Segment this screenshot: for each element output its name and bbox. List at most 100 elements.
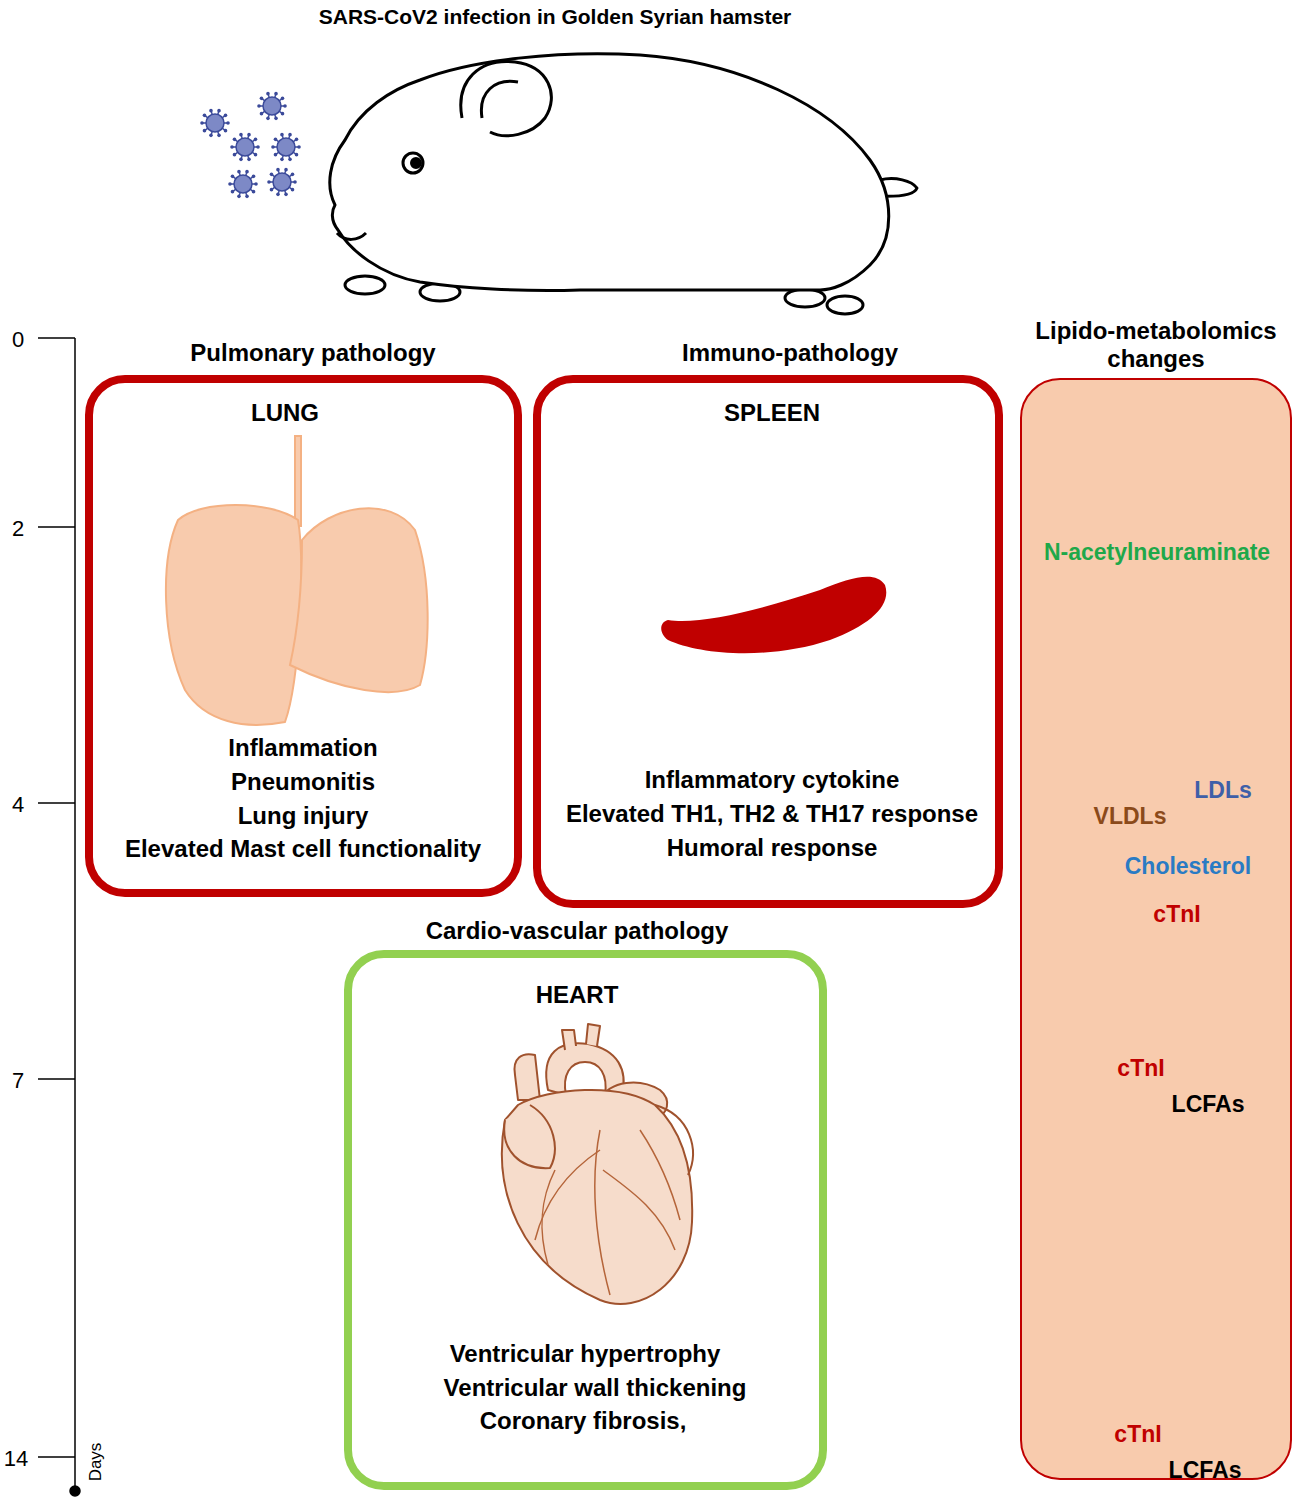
virus-spike-tip: [267, 180, 271, 184]
hamster-ear: [461, 62, 552, 136]
diagram-title: SARS-CoV2 infection in Golden Syrian ham…: [319, 5, 792, 29]
virus-spike-tip: [209, 109, 213, 113]
virus-particle: [230, 133, 260, 161]
axis-tick: [38, 1078, 75, 1080]
virus-spike-tip: [200, 121, 204, 125]
virus-spike-tip: [280, 133, 284, 137]
virus-particle: [200, 109, 230, 137]
virus-spike-tip: [252, 190, 256, 194]
virus-spike-tip: [284, 168, 288, 172]
virus-spike-tip: [274, 138, 278, 142]
virus-particle: [271, 133, 301, 161]
virus-spike-tip: [254, 153, 258, 157]
virus-particle: [267, 168, 297, 196]
virus-spike-tip: [284, 193, 288, 197]
axis-label: 7: [12, 1068, 24, 1094]
virus-spike-tip: [266, 117, 270, 121]
finding-text: Pneumonitis: [231, 768, 375, 796]
spleen-illustration: [661, 577, 886, 653]
finding-text: Lung injury: [238, 802, 369, 830]
virus-spike-tip: [245, 195, 249, 199]
virus-spike-tip: [252, 175, 256, 179]
section-heading: Cardio-vascular pathology: [426, 917, 729, 945]
virus-spike-tip: [254, 138, 258, 142]
virus-spike-tip: [288, 158, 292, 162]
finding-text: Coronary fibrosis,: [480, 1407, 687, 1435]
section-heading: Immuno-pathology: [682, 339, 898, 367]
virus-spike-tip: [233, 153, 237, 157]
virus-spike-tip: [209, 134, 213, 138]
virus-spike-tip: [226, 121, 230, 125]
virus-spike-tip: [281, 97, 285, 101]
virus-spike-tip: [283, 104, 287, 108]
axis-label: 14: [4, 1446, 28, 1472]
section-heading: Lipido-metabolomics changes: [1016, 317, 1296, 372]
virus-core: [234, 175, 252, 193]
virus-group: [200, 92, 301, 198]
virus-spike-tip: [293, 180, 297, 184]
virus-spike-tip: [297, 145, 301, 149]
virus-spike-tip: [260, 112, 264, 116]
spleen-box: Immuno-pathologySPLEENInflammatory cytok…: [533, 375, 1003, 908]
heart-illustration: [502, 1024, 693, 1304]
heart-box: Cardio-vascular pathologyHEARTVentricula…: [344, 950, 827, 1490]
hamster-foot: [827, 296, 863, 314]
virus-spike-tip: [276, 193, 280, 197]
metabolite-label: N-acetylneuraminate: [1044, 539, 1270, 565]
virus-spike-tip: [281, 112, 285, 116]
lung-lobe: [290, 508, 428, 692]
virus-spike-tip: [203, 114, 207, 118]
hamster-body: [330, 54, 889, 291]
metabolite-label: VLDLs: [1094, 803, 1167, 829]
axis-end-dot: [70, 1486, 80, 1496]
virus-spike-tip: [203, 129, 207, 133]
axis-label: 2: [12, 516, 24, 542]
virus-spike-tip: [217, 109, 221, 113]
metabolite-label: cTnI: [1117, 1055, 1164, 1081]
virus-spike-tip: [230, 145, 234, 149]
organ-name: HEART: [536, 981, 619, 1009]
finding-text: Elevated Mast cell functionality: [125, 835, 481, 863]
time-axis: [38, 338, 80, 1496]
metabolite-label: LCFAs: [1172, 1091, 1245, 1117]
virus-spike-tip: [274, 92, 278, 96]
virus-spike-tip: [224, 129, 228, 133]
finding-text: Ventricular wall thickening: [444, 1374, 747, 1402]
virus-spike-tip: [291, 173, 295, 177]
metabolite-label: LCFAs: [1169, 1457, 1242, 1483]
hamster-inner-ear: [481, 81, 518, 118]
finding-text: Ventricular hypertrophy: [450, 1340, 721, 1368]
lipid-panel: Lipido-metabolomics changesN-acetylneura…: [1020, 378, 1292, 1480]
virus-spike-tip: [280, 158, 284, 162]
finding-text: Inflammatory cytokine: [645, 766, 900, 794]
aortic-branches: [562, 1024, 600, 1050]
lung-illustration: [166, 436, 428, 725]
organ-name: SPLEEN: [724, 399, 820, 427]
virus-spike-tip: [239, 133, 243, 137]
virus-particle: [257, 92, 287, 120]
virus-core: [273, 173, 291, 191]
virus-spike-tip: [266, 92, 270, 96]
virus-spike-tip: [256, 145, 260, 149]
virus-spike-tip: [276, 168, 280, 172]
virus-core: [263, 97, 281, 115]
axis-tick: [38, 1456, 75, 1458]
virus-core: [236, 138, 254, 156]
metabolite-label: cTnI: [1153, 901, 1200, 927]
axis-label: 4: [12, 792, 24, 818]
virus-core: [277, 138, 295, 156]
organ-name: LUNG: [251, 399, 319, 427]
axis-tick: [38, 337, 75, 339]
virus-spike-tip: [295, 153, 299, 157]
virus-spike-tip: [239, 158, 243, 162]
virus-spike-tip: [231, 175, 235, 179]
left-atrium: [655, 1105, 693, 1175]
virus-spike-tip: [233, 138, 237, 142]
virus-spike-tip: [274, 153, 278, 157]
heart-body: [502, 1090, 692, 1304]
virus-spike-tip: [257, 104, 261, 108]
finding-text: Humoral response: [667, 834, 878, 862]
lung-lobe: [166, 505, 301, 725]
virus-spike-tip: [247, 133, 251, 137]
axis-tick: [38, 526, 75, 528]
